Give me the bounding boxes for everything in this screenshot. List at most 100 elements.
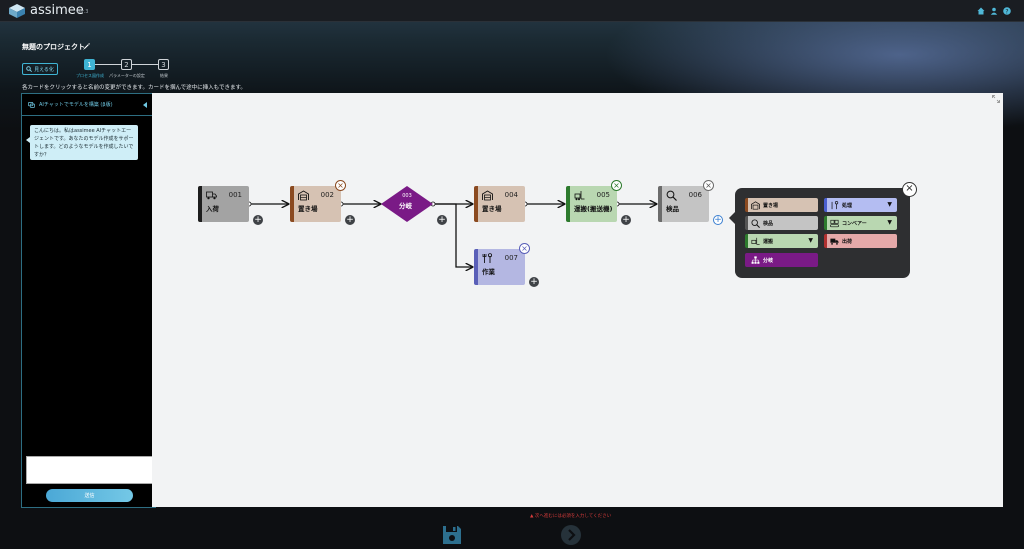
branch-icon [751, 255, 760, 264]
add-card-popup: × 置き場 処理 ▼ 検品 コンベアー ▼ 運搬 ▼ 出荷 [729, 182, 917, 278]
delete-card-button[interactable]: × [335, 180, 346, 191]
chat-message: こんにちは。私はassimee AIチャットエージェントです。あなたのモデル作成… [26, 125, 138, 160]
palette-item-process[interactable]: 処理 ▼ [824, 198, 897, 212]
brand-name: assimee [30, 3, 84, 18]
step-connector [132, 64, 158, 65]
card-name: 入荷 [206, 205, 219, 213]
visualize-label: 見える化 [34, 66, 54, 73]
palette-label: コンベアー [842, 220, 867, 227]
magnifier-icon [666, 190, 677, 201]
magnifier-icon [751, 218, 760, 228]
card-number: 004 [504, 191, 518, 199]
chat-header: AIチャットでモデルを構築 (β版) [22, 94, 155, 116]
palette-item-inspection[interactable]: 検品 [745, 216, 818, 230]
add-button[interactable]: + [253, 215, 263, 225]
warehouse-icon [751, 200, 760, 210]
step-3[interactable]: 3 [158, 59, 169, 70]
card-name: 置き場 [298, 205, 318, 213]
chat-header-title: AIチャットでモデルを構築 (β版) [39, 102, 113, 108]
dropdown-arrow-icon[interactable]: ▼ [808, 237, 813, 244]
branch-name: 分岐 [399, 201, 413, 210]
required-warning: ▲ 次へ進むには必須を入力してください [530, 513, 611, 519]
card-number: 005 [596, 191, 610, 199]
close-popup-button[interactable]: × [902, 182, 917, 197]
send-button[interactable]: 送信 [46, 489, 133, 502]
step-2[interactable]: 2 [121, 59, 132, 70]
delete-card-button[interactable]: × [611, 180, 622, 191]
add-button[interactable]: + [529, 277, 539, 287]
dropdown-arrow-icon[interactable]: ▼ [887, 219, 892, 226]
user-icon[interactable] [990, 7, 998, 15]
next-step-icon[interactable] [560, 524, 582, 546]
version-label: ver.3 [76, 9, 89, 15]
process-card-007[interactable]: 007 作業 [474, 249, 525, 285]
process-canvas[interactable]: 001 入荷 + 002 置き場 × + 003 分岐 + 004 置き場 00… [152, 93, 1003, 507]
card-name: 検品 [666, 205, 679, 213]
top-bar: assimee ver.3 ? [0, 0, 1024, 22]
magnifier-icon [26, 66, 33, 72]
process-card-002[interactable]: 002 置き場 [290, 186, 341, 222]
card-number: 006 [688, 191, 702, 199]
forklift-icon [574, 191, 585, 201]
forklift-icon [751, 237, 760, 245]
home-icon[interactable] [977, 7, 985, 15]
delete-card-button[interactable]: × [703, 180, 714, 191]
process-card-005[interactable]: 005 運搬(搬送機) [566, 186, 617, 222]
palette-label: 検品 [763, 220, 774, 227]
add-button[interactable]: + [345, 215, 355, 225]
palette-item-conveyor[interactable]: コンベアー ▼ [824, 216, 897, 230]
palette-label: 分岐 [763, 257, 774, 264]
pencil-icon[interactable] [83, 43, 90, 50]
save-icon[interactable] [441, 524, 463, 546]
svg-text:?: ? [1005, 8, 1008, 15]
tools-icon [831, 200, 839, 209]
tools-icon [482, 253, 493, 263]
card-name: 置き場 [482, 205, 502, 213]
warning-icon: ▲ [530, 514, 535, 519]
add-button-active[interactable]: + [713, 215, 723, 225]
add-button[interactable]: + [621, 215, 631, 225]
dropdown-arrow-icon[interactable]: ▼ [887, 201, 892, 208]
card-name: 運搬(搬送機) [574, 205, 613, 213]
card-number: 001 [228, 191, 242, 199]
warning-text: 次へ進むには必須を入力してください [534, 514, 612, 519]
process-card-004[interactable]: 004 置き場 [474, 186, 525, 222]
step-1-label: プロセス図作成 [76, 73, 104, 78]
assimee-logo [9, 4, 25, 18]
warehouse-icon [298, 190, 309, 201]
delete-card-button[interactable]: × [519, 243, 530, 254]
branch-number: 003 [402, 193, 412, 199]
branch-node-003[interactable]: 003 分岐 [381, 186, 433, 222]
palette-label: 置き場 [763, 202, 779, 209]
project-title[interactable]: 無題のプロジェクト [22, 43, 85, 51]
palette-item-transport[interactable]: 運搬 ▼ [745, 234, 818, 248]
card-number: 007 [504, 254, 518, 262]
help-icon[interactable]: ? [1003, 7, 1011, 15]
ai-chat-panel: AIチャットでモデルを構築 (β版) こんにちは。私はassimee AIチャッ… [21, 93, 156, 508]
connectors [246, 93, 1003, 507]
collapse-icon[interactable] [143, 102, 147, 108]
palette-item-storage[interactable]: 置き場 [745, 198, 818, 212]
process-card-001[interactable]: 001 入荷 [198, 186, 249, 222]
add-button[interactable]: + [437, 215, 447, 225]
step-connector [95, 64, 121, 65]
truck-icon [830, 238, 839, 245]
hint-text: 各カードをクリックすると名前の変更ができます。カードを掴んで途中に挿入もできます… [22, 85, 246, 91]
palette-item-shipping[interactable]: 出荷 [824, 234, 897, 248]
conveyor-icon [830, 219, 839, 227]
step-2-label: パラメーターの設定 [109, 73, 145, 78]
expand-icon[interactable] [992, 95, 1000, 103]
palette-item-branch[interactable]: 分岐 [745, 253, 818, 267]
warehouse-icon [482, 190, 493, 201]
process-card-006[interactable]: 006 検品 [658, 186, 709, 222]
visualize-button[interactable]: 見える化 [22, 63, 58, 75]
card-name: 作業 [482, 268, 495, 276]
step-3-label: 結果 [160, 73, 168, 78]
card-number: 002 [320, 191, 334, 199]
palette-label: 処理 [842, 202, 853, 209]
step-1[interactable]: 1 [84, 59, 95, 70]
truck-icon [206, 191, 217, 200]
chat-input[interactable] [26, 456, 153, 484]
chat-icon [28, 102, 35, 108]
palette-label: 運搬 [763, 238, 774, 245]
